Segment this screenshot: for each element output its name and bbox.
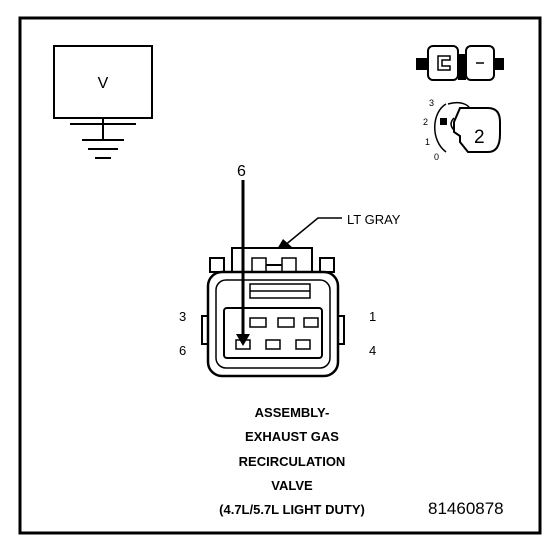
ground-symbol-icon	[70, 123, 136, 159]
voltmeter-box	[53, 45, 153, 119]
pin-cavity-1	[303, 317, 319, 328]
pin-cavity-5	[265, 339, 281, 350]
pin-label-1: 1	[369, 309, 376, 324]
caption-line-2: EXHAUST GAS	[245, 429, 339, 444]
probe-arrowhead	[236, 334, 250, 346]
probe-pin-callout: 6	[237, 163, 246, 180]
caption-line-5: (4.7L/5.7L LIGHT DUTY)	[219, 502, 365, 517]
connector-color-label: LT GRAY	[347, 212, 401, 227]
terminal-adapter-icon	[416, 45, 504, 81]
caption-line-1: ASSEMBLY-	[255, 405, 330, 420]
color-leader-line	[283, 217, 342, 247]
scale-label-3: 3	[429, 98, 434, 108]
rotary-adapter-icon: 3 2 1 0 2	[423, 98, 501, 162]
figure-id: 81460878	[428, 499, 504, 518]
pin-cavity-4	[295, 339, 311, 350]
pin-label-4: 4	[369, 343, 376, 358]
egr-connector	[201, 247, 345, 378]
pin-label-6: 6	[179, 343, 186, 358]
caption-line-3: RECIRCULATION	[239, 454, 346, 469]
pin-cavity-2	[277, 317, 295, 328]
scale-label-2: 2	[423, 117, 428, 127]
scale-label-0: 0	[434, 152, 439, 162]
scale-label-1: 1	[425, 137, 430, 147]
voltmeter: V	[53, 45, 153, 159]
pin-cavity-3	[249, 317, 267, 328]
voltmeter-label: V	[98, 75, 109, 92]
adapter-number: 2	[474, 127, 485, 148]
caption-line-4: VALVE	[271, 478, 313, 493]
pin-label-3: 3	[179, 309, 186, 324]
